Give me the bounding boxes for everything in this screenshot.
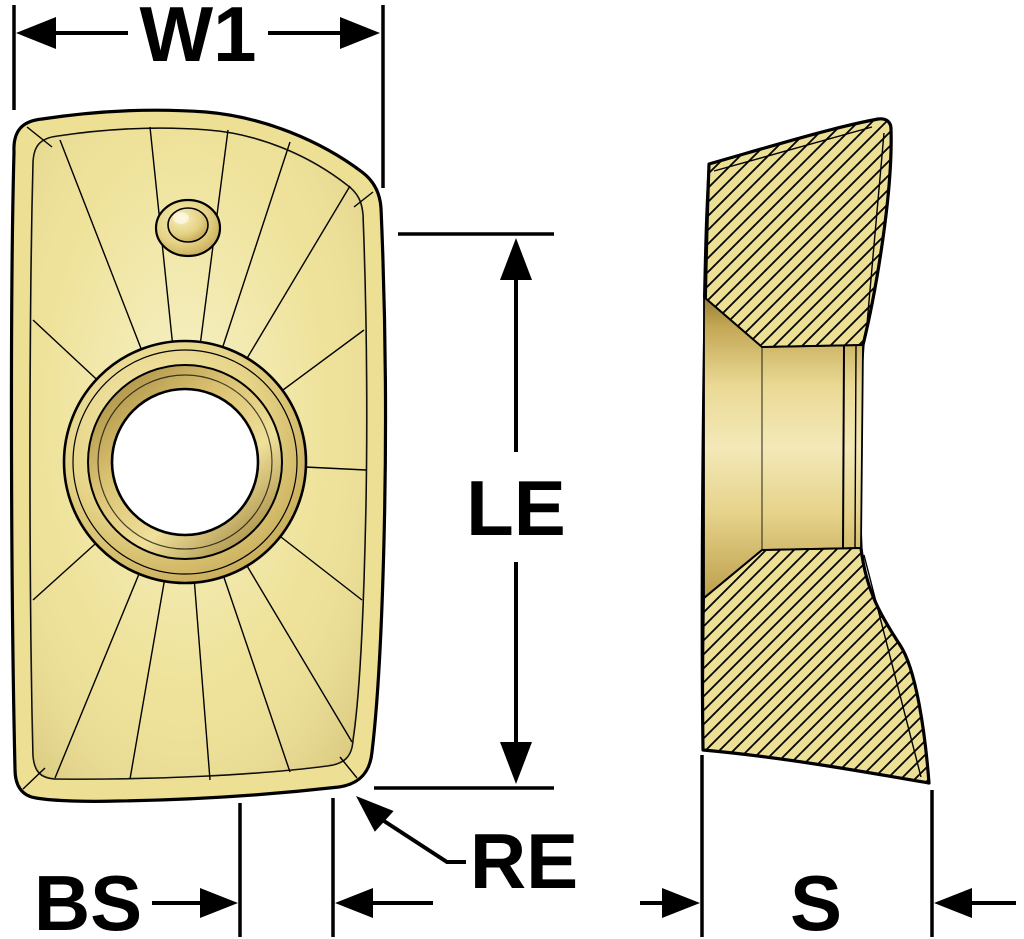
boss-ring-line	[72, 349, 298, 575]
corner-edge-line	[22, 767, 46, 790]
facet-line	[304, 466, 367, 471]
edge-detail-line	[713, 126, 873, 172]
facet-line	[281, 329, 365, 392]
facet-line	[222, 575, 291, 773]
corner-edge-line	[26, 126, 53, 148]
facet-line	[129, 579, 166, 780]
dimension-w1: W1	[12, 0, 385, 188]
dimension-label-w1: W1	[140, 0, 257, 78]
facet-line	[245, 185, 351, 360]
front-view	[9, 108, 388, 803]
bore-edge-line	[842, 345, 845, 549]
facet-line	[32, 542, 97, 601]
facet-line	[54, 572, 141, 779]
arrowhead-down	[500, 742, 532, 784]
dimension-bs: BS	[34, 798, 433, 939]
corner-edge-lines	[22, 126, 374, 790]
bore-edge-line	[854, 344, 857, 549]
edge-detail-line	[863, 554, 922, 778]
center-hole	[62, 339, 308, 585]
section-hatch-lower	[702, 547, 930, 784]
locating-dimple	[154, 198, 222, 258]
arrowhead-right	[200, 888, 238, 918]
dimple-dome	[167, 207, 209, 243]
facet-line	[221, 141, 291, 349]
arrowhead-up	[500, 238, 532, 280]
corner-edge-line	[353, 191, 374, 208]
dimension-label-le: LE	[466, 464, 566, 552]
arrowhead-corner-radius	[356, 796, 394, 832]
dimension-s: S	[640, 755, 1016, 939]
facet-line	[59, 139, 143, 351]
bore-edge-lines	[761, 344, 857, 550]
arrowhead-right	[340, 17, 380, 49]
dimension-label-s: S	[790, 859, 842, 939]
facet-line	[32, 319, 98, 381]
section-hatch-upper	[703, 117, 893, 348]
facet-line	[193, 581, 211, 781]
facet-lines	[32, 126, 367, 781]
dimension-label-re: RE	[470, 817, 578, 905]
leader-re: RE	[356, 796, 578, 905]
edge-detail-lines	[713, 126, 922, 778]
dimension-label-bs: BS	[34, 859, 142, 939]
arrowhead-left	[16, 17, 56, 49]
dimple-highlight	[173, 212, 189, 224]
arrowhead-left	[335, 888, 373, 918]
countersink-inner-ring	[97, 374, 273, 550]
center-bore-hole	[110, 387, 260, 537]
leader-line	[382, 819, 466, 864]
arrowhead-left	[934, 888, 972, 918]
dimension-le: LE	[374, 232, 566, 790]
facet-line	[245, 564, 353, 743]
corner-edge-line	[339, 756, 358, 779]
arrowhead-right	[662, 888, 700, 918]
facet-line	[279, 535, 363, 601]
edge-detail-line	[865, 132, 885, 336]
side-view	[700, 117, 931, 785]
